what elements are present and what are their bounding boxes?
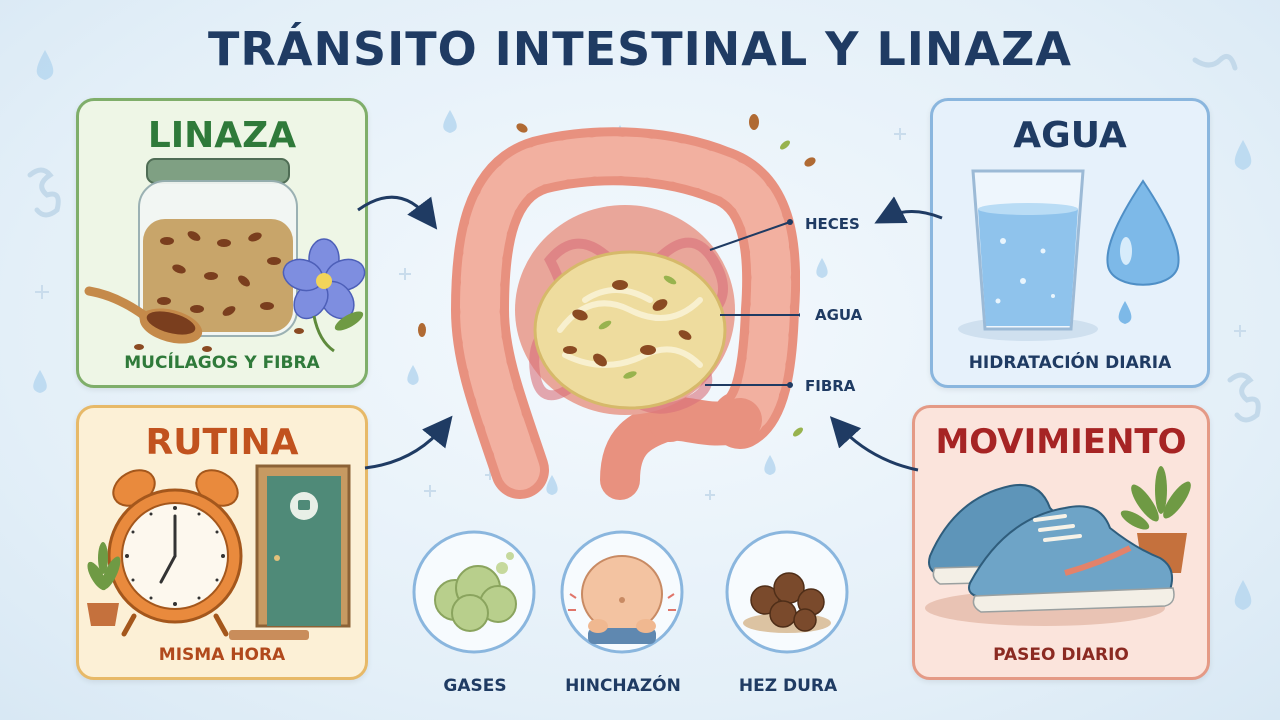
water-drop-icon (816, 258, 828, 278)
intestine-icon (450, 127, 800, 500)
symptom-hinchazon: HINCHAZÓN (565, 676, 681, 696)
arrow-rutina (364, 415, 453, 470)
rutina-card: RUTINA MISMA HORA (76, 405, 368, 680)
water-drop-icon (546, 475, 558, 495)
linaza-caption: MUCÍLAGOS Y FIBRA (124, 353, 320, 373)
alarm-clock-icon (107, 469, 243, 637)
arrow-movimiento (829, 416, 919, 472)
intestine-label-heces: HECES (805, 215, 860, 233)
agua-caption: HIDRATACIÓN DIARIA (968, 353, 1172, 373)
movimiento-caption: PASEO DIARIO (993, 645, 1129, 665)
arrow-linaza (357, 195, 438, 230)
water-drop-icon (1234, 580, 1252, 610)
water-drop-icon (36, 50, 54, 80)
water-glass-icon (958, 169, 1098, 341)
intestine-label-fibra: FIBRA (805, 377, 856, 395)
linaza-title: LINAZA (147, 115, 297, 156)
water-drop-icon (443, 110, 457, 133)
water-drop-icon (33, 370, 47, 393)
movimiento-title: MOVIMIENTO (935, 422, 1187, 462)
bathroom-door-icon (229, 464, 351, 640)
water-drop-icon (1234, 140, 1252, 170)
movimiento-card: MOVIMIENTO PASEO DIARIO (912, 405, 1210, 680)
sneakers-icon (925, 484, 1175, 626)
intestine-icon (1227, 372, 1261, 423)
flax-jar-icon (84, 158, 304, 352)
linaza-card: LINAZA MUCÍLAGOS Y FIBRA (76, 98, 368, 388)
agua-card: AGUA HIDRATACIÓN DIARIA (930, 98, 1210, 388)
water-drop-icon (1106, 179, 1180, 324)
rutina-caption: MISMA HORA (158, 645, 286, 665)
agua-title: AGUA (1013, 115, 1127, 156)
intestine-icon (27, 167, 61, 218)
intestine-label-agua: AGUA (815, 306, 863, 324)
hard-stool-icon (725, 530, 849, 654)
page-title: TRÁNSITO INTESTINAL Y LINAZA (208, 22, 1072, 76)
symptom-hez-dura: HEZ DURA (738, 676, 838, 696)
arrow-agua (874, 196, 943, 224)
gas-cloud-icon (412, 530, 536, 654)
bloated-belly-icon (560, 530, 684, 654)
water-drop-icon (764, 455, 776, 475)
rutina-title: RUTINA (145, 422, 299, 463)
symptom-gases: GASES (443, 676, 507, 696)
water-drop-icon (407, 365, 419, 385)
plant-icon (87, 542, 121, 626)
flax-flower-icon (282, 238, 366, 353)
